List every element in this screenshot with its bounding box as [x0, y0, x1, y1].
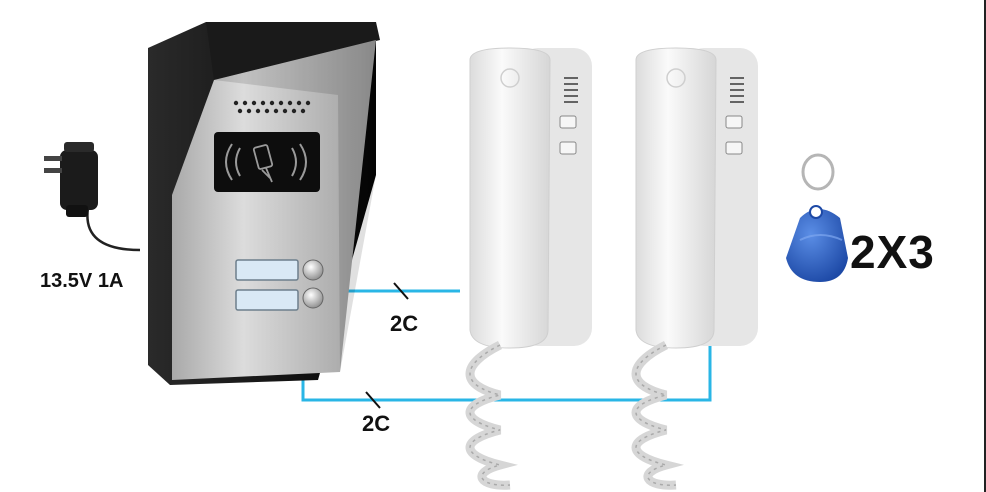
power-spec-label: 13.5V 1A: [40, 270, 124, 292]
right-edge-divider: [984, 0, 986, 492]
call-button-icon: [302, 259, 324, 281]
rfid-quantity-label: 2X3: [850, 226, 935, 278]
call-button-icon: [302, 287, 324, 309]
power-adapter-icon: [44, 142, 141, 252]
rfid-keyfob-icon: [786, 153, 848, 282]
speaker-grille: [233, 100, 311, 114]
door-station: [148, 22, 380, 385]
wire-spec-label-bottom: 2C: [362, 411, 391, 436]
wiring: [301, 282, 712, 409]
rfid-reader-icon: [214, 132, 320, 192]
wire-tick-top: [393, 282, 409, 300]
wire-bottom-loop: [301, 344, 712, 402]
wire-tick-bottom: [365, 391, 381, 409]
handset-icon: [465, 47, 592, 490]
handset-icon: [631, 47, 758, 490]
wire-spec-label-top: 2C: [390, 311, 419, 336]
call-button-2[interactable]: [235, 287, 324, 311]
call-button-1[interactable]: [235, 259, 324, 281]
